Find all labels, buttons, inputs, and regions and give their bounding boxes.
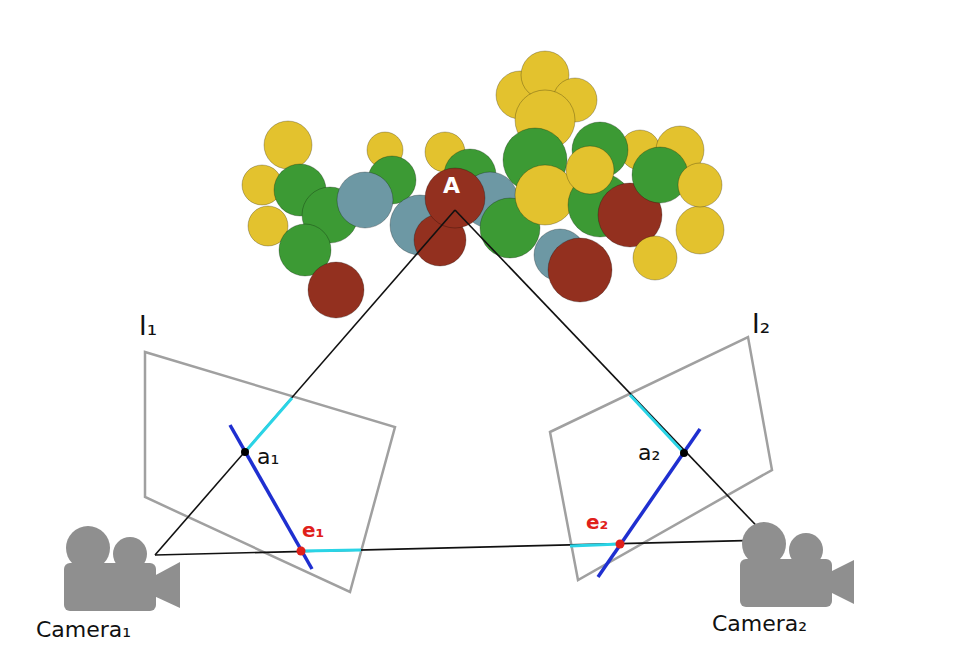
atom-ball: [632, 147, 688, 203]
projection-ray: [455, 210, 770, 540]
plane-label: I₂: [752, 310, 770, 339]
point-label: a₂: [638, 441, 660, 465]
baseline: [155, 540, 770, 555]
camera-label: Camera₂: [712, 612, 807, 636]
camera-icon: [64, 526, 180, 611]
atom-ball: [308, 262, 364, 318]
atom-ball: [566, 146, 614, 194]
atom-ball: [264, 121, 312, 169]
plane-intersection: [570, 544, 620, 546]
plane-intersection: [245, 398, 292, 452]
atom-ball: [425, 168, 485, 228]
epipolar-line: [230, 425, 312, 569]
atom-ball: [548, 238, 612, 302]
camera-label: Camera₁: [36, 618, 131, 642]
epipole: [616, 540, 625, 549]
epipole-label: e₁: [302, 519, 324, 541]
point-label: a₁: [257, 445, 279, 469]
image-point: [680, 449, 688, 457]
atom-ball: [337, 172, 393, 228]
atom-ball: [633, 236, 677, 280]
image-plane: [145, 352, 395, 592]
plane-intersection: [301, 550, 361, 551]
image-plane: [550, 337, 772, 580]
atom-ball: [676, 206, 724, 254]
camera-icon: [740, 522, 854, 607]
epipole: [297, 547, 306, 556]
epipole-label: e₂: [586, 511, 608, 533]
atom-ball: [678, 163, 722, 207]
molecule-model: [242, 51, 724, 318]
projection-ray: [155, 210, 455, 555]
plane-label: I₁: [139, 312, 157, 341]
point-label: A: [443, 174, 460, 198]
image-point: [241, 448, 249, 456]
epipolar-line: [598, 429, 700, 577]
